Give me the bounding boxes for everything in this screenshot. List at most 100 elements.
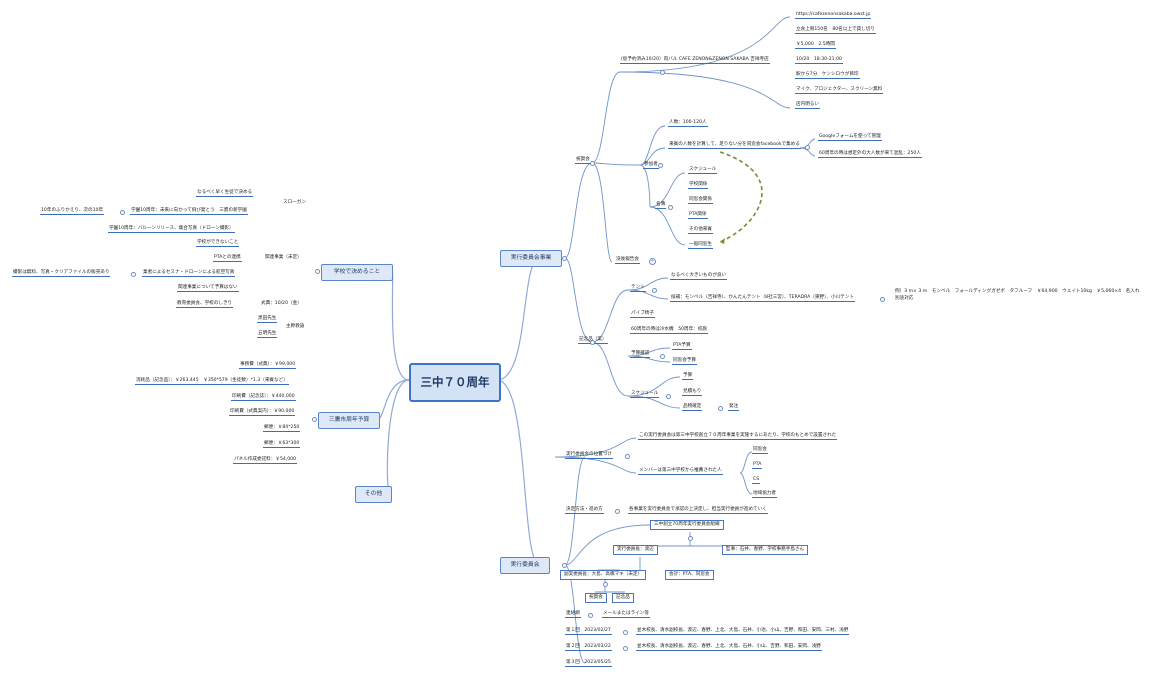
meeting-3-label[interactable]: 第３回 2023/05/25 — [565, 660, 612, 667]
roster-item-6[interactable]: 一般同窓生 — [688, 242, 713, 249]
org-auditor[interactable]: 監事：石井、春野、学校事務手島さん — [722, 545, 809, 555]
roster-item-2[interactable]: 学校関係 — [688, 182, 709, 189]
meeting-1-label[interactable]: 第１回 2023/02/27 — [565, 628, 612, 635]
budget-item-6[interactable]: 郵便：￥63*300 — [263, 441, 301, 448]
past-item[interactable]: 60周年の時は冷水機 50周年：校旗 — [630, 327, 709, 334]
budget-check-item-1[interactable]: PTA予算 — [672, 343, 692, 350]
position-label[interactable]: 実行委員会の位置づけ — [565, 452, 613, 459]
slogan-sub[interactable]: 10年のふりかえり、次の10年 — [40, 208, 105, 215]
org-chair[interactable]: 実行委員長：渡辺 — [613, 545, 658, 555]
roster-item-1[interactable]: スケジュール — [688, 167, 718, 174]
tent-cand-sub[interactable]: 例）3 m× 3 m モンベル フォールディングガゼボ タフルーフ ￥64,90… — [895, 289, 1140, 301]
collapse-toggle[interactable] — [590, 161, 595, 166]
schedule-sub[interactable]: 発注 — [728, 404, 740, 411]
budget-item-5[interactable]: 郵便：￥84*250 — [263, 425, 301, 432]
org-team-2[interactable]: 記念品 — [612, 593, 634, 603]
related-sub[interactable]: 撮影は無料、写真・クリアファイルの販売あり — [12, 270, 111, 277]
budget-item-1[interactable]: 事務費（式典）：￥99,000 — [239, 362, 297, 369]
meeting-2-attendees[interactable]: 並木校長、清水副校長、渡辺、春野、上北、大島、石井、小山、吉野、和田、安岡、浅野 — [636, 644, 822, 651]
slogan-item-2[interactable]: 学園10周年：未来に向かって飛び発とう 三鷹の新学園 — [130, 208, 248, 215]
contact-label[interactable]: 連絡網 — [565, 611, 581, 618]
collapse-toggle[interactable] — [660, 354, 665, 359]
ceremony-label[interactable]: 式典：10/20（金） — [261, 301, 302, 306]
decision-desc[interactable]: 各事業を実行委員会で承認の上決定し、担当実行委員が進めていく — [628, 507, 768, 514]
budget-item-2[interactable]: 消耗品（記念品）：￥263,445 ￥350*579（生徒数）*1.3（来賓など… — [135, 378, 289, 385]
org-vice[interactable]: 副実委員長：大島、高橋マキ（未定） — [560, 570, 647, 580]
venue-item-1[interactable]: https://cafezenonsakaba.owst.jp — [795, 12, 872, 19]
topic-other[interactable]: その他 — [355, 486, 392, 503]
venue-label[interactable]: (仮予約済み10/20）肉バル CAFE ZENON&ZENON SAKABA … — [620, 57, 770, 64]
related-item-5[interactable]: 関連事業について予算はない — [177, 285, 239, 292]
contact-desc[interactable]: メールまたはライン等 — [602, 611, 650, 618]
venue-item-5[interactable]: 駅から7分 ケンシロウが目印 — [795, 72, 860, 79]
budget-check-label[interactable]: 予算確認 — [630, 351, 651, 358]
org-top[interactable]: 三中創立70周年実行委員会組織 — [650, 520, 724, 530]
tent-label[interactable]: テント — [630, 285, 646, 292]
collapse-toggle[interactable] — [805, 145, 810, 150]
collapse-toggle[interactable] — [718, 406, 723, 411]
collapse-toggle[interactable] — [312, 417, 317, 422]
collapse-toggle[interactable] — [588, 613, 593, 618]
venue-item-4[interactable]: 10/20 18:30-21:00 — [795, 57, 843, 64]
members-label[interactable]: メンバーは第三中学校から推薦された人 — [638, 468, 723, 475]
collapse-toggle[interactable] — [668, 205, 673, 210]
topic-school-decisions[interactable]: 学校で決めること — [321, 264, 393, 281]
collapse-toggle[interactable] — [625, 454, 630, 459]
member-4[interactable]: 地域協力者 — [752, 491, 777, 498]
collapse-toggle[interactable] — [660, 70, 665, 75]
venue-item-2[interactable]: 立食上限150名 80名以上で貸し切り — [795, 27, 876, 34]
collapse-toggle[interactable] — [562, 256, 567, 261]
participants-count[interactable]: 人数：100-120人 — [668, 120, 708, 127]
collapse-toggle[interactable] — [315, 269, 320, 274]
participants-label[interactable]: 参加者 — [643, 162, 659, 169]
topic-exec-committee[interactable]: 実行委員会 — [500, 557, 550, 574]
schedule-item-2[interactable]: 見積もり — [682, 389, 703, 396]
member-1[interactable]: 同窓会 — [752, 447, 768, 454]
ceremony-item[interactable]: 教育委員会、学校のしきり — [176, 301, 234, 308]
collapse-toggle[interactable] — [131, 272, 136, 277]
topic-exec-project[interactable]: 実行委員会事業 — [500, 250, 562, 267]
member-2[interactable]: PTA — [752, 462, 763, 469]
collapse-toggle[interactable] — [880, 297, 885, 302]
topic-city-budget[interactable]: 三鷹市周年予算 — [318, 412, 380, 429]
roster-label[interactable]: 名簿 — [655, 202, 667, 209]
collapse-toggle[interactable] — [603, 582, 608, 587]
expand-icon[interactable]: + — [649, 258, 656, 265]
slogan-item-1[interactable]: なるべく早く生徒で決める — [196, 190, 254, 197]
schedule-item-3[interactable]: 品物確定 — [682, 404, 703, 411]
collapse-toggle[interactable] — [590, 340, 595, 345]
pipe-item[interactable]: パイプ椅子 — [630, 311, 655, 318]
budget-check-item-2[interactable]: 同窓会予算 — [672, 358, 697, 365]
decision-label[interactable]: 決定方法・進め方 — [565, 507, 604, 514]
staff-item-2[interactable]: 五明先生 — [257, 331, 278, 338]
party-label[interactable]: 祝賀会 — [575, 157, 591, 164]
related-item-3[interactable]: PTAとの連携 — [213, 255, 242, 262]
root-topic[interactable]: 三中７０周年 — [409, 363, 501, 402]
venue-item-7[interactable]: 店内明るい — [795, 102, 820, 109]
meeting-2-label[interactable]: 第２回 2023/03/22 — [565, 644, 612, 651]
budget-item-4[interactable]: 印刷費（式典案内）：￥90,000 — [229, 409, 296, 416]
tent-cand[interactable]: 候補：モンベル（吉祥寺）、かんたんテント（8社三宮）、TERADRA（東野）、小… — [670, 295, 855, 302]
roster-item-4[interactable]: PTA関係 — [688, 212, 708, 219]
calc-item-1[interactable]: Googleフォームを使って管理 — [818, 134, 882, 141]
roster-item-3[interactable]: 同窓会関係 — [688, 197, 713, 204]
collapse-toggle[interactable] — [666, 394, 671, 399]
slogan-label[interactable]: スローガン — [283, 200, 306, 205]
collapse-toggle[interactable] — [688, 536, 693, 541]
collapse-toggle[interactable] — [615, 509, 620, 514]
collapse-toggle[interactable] — [120, 210, 125, 215]
member-3[interactable]: CS — [752, 477, 761, 484]
staff-item-1[interactable]: 黒田先生 — [257, 316, 278, 323]
related-item-2[interactable]: 学校ができないこと — [196, 240, 240, 247]
staff-label[interactable]: 主幹教諭 — [286, 324, 305, 329]
related-item-1[interactable]: 学園10周年：バルーンリリース、集合写真（ドローン撮影） — [108, 226, 235, 233]
venue-item-6[interactable]: マイク、プロジェクター、スクリーン無料 — [795, 87, 884, 94]
schedule-item-1[interactable]: 予算 — [682, 373, 694, 380]
venue-item-3[interactable]: ￥5,000 2.5時間 — [795, 42, 836, 49]
collapse-toggle[interactable] — [623, 630, 628, 635]
schedule-label[interactable]: スケジュール — [630, 391, 660, 398]
collapse-toggle[interactable] — [658, 163, 663, 168]
budget-item-7[interactable]: パネル作成委託料：￥54,000 — [233, 457, 298, 464]
sports-item[interactable]: 没後報告会 — [615, 257, 640, 264]
participants-calc[interactable]: 来賓の人数を計算して、足りない分を同窓会facebookで集める — [668, 142, 801, 149]
